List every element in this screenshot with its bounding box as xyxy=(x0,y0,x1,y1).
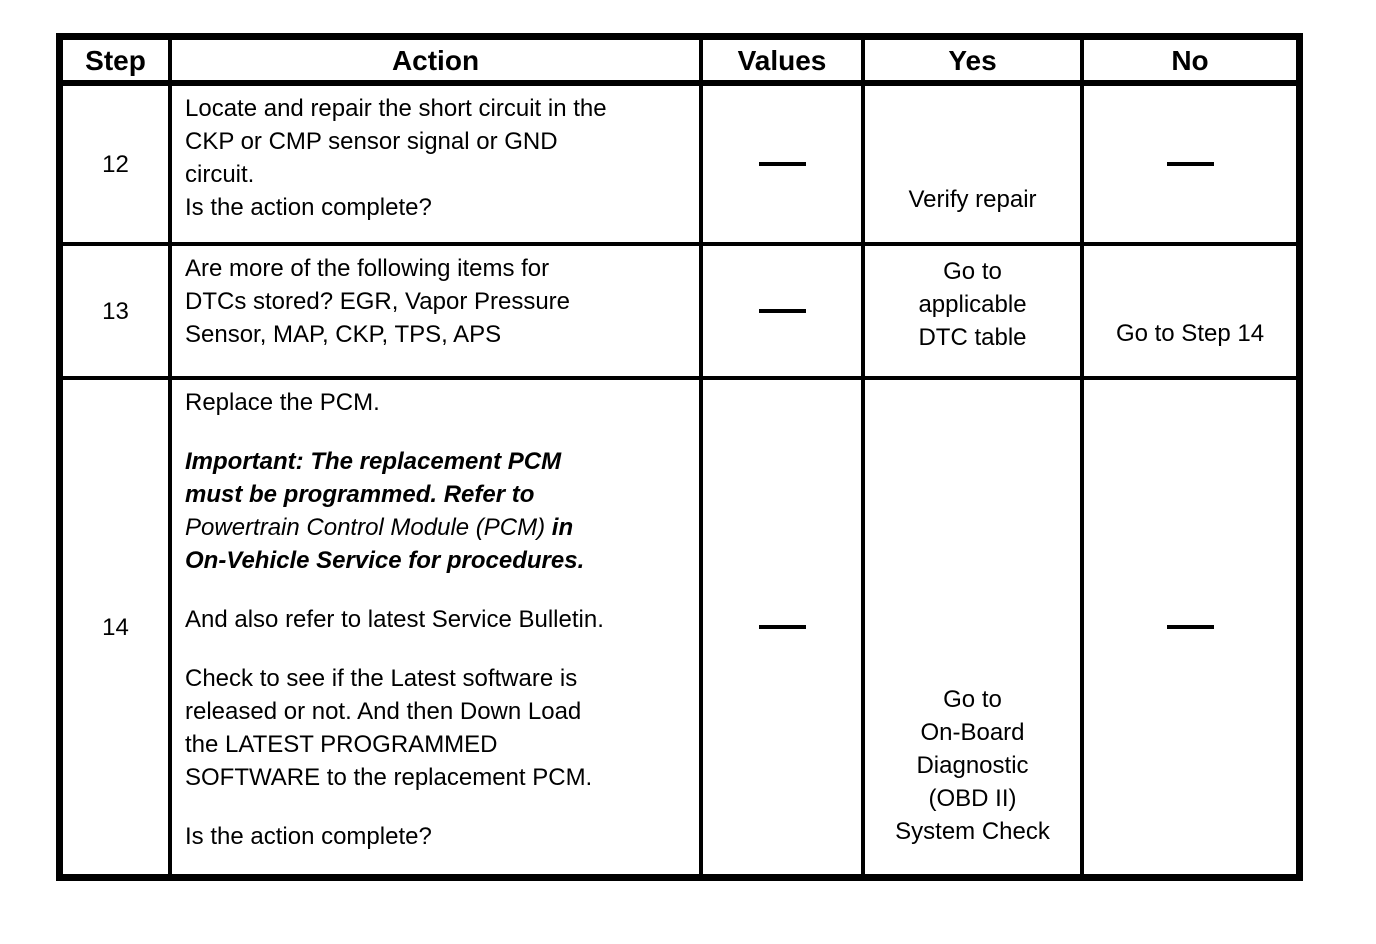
step-14-action-cell: Replace the PCM. Important: The replacem… xyxy=(172,380,703,874)
header-cell-yes: Yes xyxy=(865,40,1084,86)
step-13-action-text: Are more of the following items for DTCs… xyxy=(185,255,571,348)
step-14-action-software: Check to see if the Latest software is r… xyxy=(185,665,593,791)
dash-placeholder xyxy=(758,309,806,313)
important-note-bold-end: in On-Vehicle Service for procedures. xyxy=(185,514,585,574)
dash-placeholder xyxy=(758,162,806,166)
step-13-yes-cell: Go to applicable DTC table xyxy=(865,246,1084,380)
step-13-values-cell xyxy=(703,246,865,380)
step-12-yes-cell: Verify repair xyxy=(865,86,1084,246)
step-12-values-cell xyxy=(703,86,865,246)
step-13-number: 13 xyxy=(63,246,172,380)
step-14-number: 14 xyxy=(63,380,172,874)
dash-placeholder xyxy=(758,625,806,629)
step-14-action-question: Is the action complete? xyxy=(185,823,432,850)
step-12-number: 12 xyxy=(63,86,172,246)
step-14-action-replace: Replace the PCM. xyxy=(185,389,380,416)
step-12-yes-text: Verify repair xyxy=(908,186,1037,213)
step-13-action-cell: Are more of the following items for DTCs… xyxy=(172,246,703,380)
step-12-no-cell xyxy=(1084,86,1296,246)
important-note-bold: Important: The replacement PCM must be p… xyxy=(185,448,562,508)
dash-placeholder xyxy=(1166,162,1214,166)
dash-placeholder xyxy=(1166,625,1214,629)
step-12-action-question: Is the action complete? xyxy=(185,194,432,221)
header-cell-action: Action xyxy=(172,40,703,86)
step-12-action-text: Locate and repair the short circuit in t… xyxy=(185,95,607,188)
step-12-action-cell: Locate and repair the short circuit in t… xyxy=(172,86,703,246)
step-14-values-cell xyxy=(703,380,865,874)
reference-title-italic: Powertrain Control Module (PCM) xyxy=(185,514,546,541)
diagnostic-step-table: Step Action Values Yes No 12 Locate and … xyxy=(56,33,1303,881)
step-14-action-bulletin: And also refer to latest Service Bulleti… xyxy=(185,606,604,633)
header-cell-values: Values xyxy=(703,40,865,86)
header-cell-no: No xyxy=(1084,40,1296,86)
header-cell-step: Step xyxy=(63,40,172,86)
step-13-no-cell: Go to Step 14 xyxy=(1084,246,1296,380)
step-14-no-cell xyxy=(1084,380,1296,874)
step-14-yes-text: Go to On-Board Diagnostic (OBD II) Syste… xyxy=(895,686,1050,845)
step-14-action-important: Important: The replacement PCM must be p… xyxy=(185,445,689,577)
step-14-yes-cell: Go to On-Board Diagnostic (OBD II) Syste… xyxy=(865,380,1084,874)
step-13-yes-text: Go to applicable DTC table xyxy=(918,257,1027,351)
step-13-no-text: Go to Step 14 xyxy=(1115,320,1265,347)
